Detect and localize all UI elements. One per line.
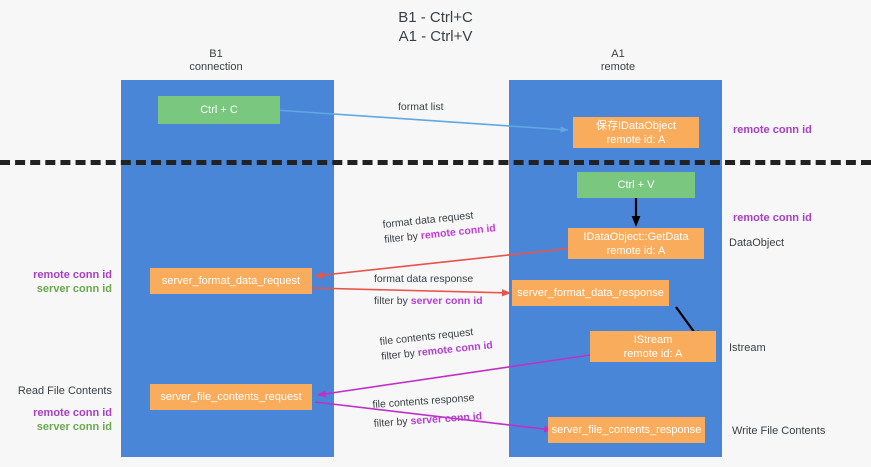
box-server-file-contents-request-label: server_file_contents_request <box>160 391 302 403</box>
box-save-idataobject[interactable]: 保存IDataObject remote id: A <box>573 117 699 148</box>
annotation-read-file-contents: Read File Contents remote conn id server… <box>0 384 112 434</box>
box-idataobject-getdata[interactable]: IDataObject::GetData remote id: A <box>568 228 704 259</box>
box-ctrl-v-label: Ctrl + V <box>617 179 655 191</box>
box-save-idataobject-line2: remote id: A <box>606 133 666 146</box>
column-header-a1-role: remote <box>600 61 636 73</box>
arrow-format-list <box>274 109 569 133</box>
annotation-write-file-contents-text: Write File Contents <box>732 425 826 437</box>
arrow-file-contents-request <box>317 354 591 398</box>
box-server-file-contents-request[interactable]: server_file_contents_request <box>150 384 312 410</box>
edge-label-format-data-response-line2: filter by server conn id <box>374 294 483 309</box>
annotation-left-conn-ids: remote conn id server conn id <box>0 268 112 296</box>
box-server-format-data-response-label: server_format_data_response <box>517 287 664 299</box>
edge-label-format-list: format list <box>398 100 444 115</box>
page-title: B1 - Ctrl+C A1 - Ctrl+V <box>0 8 871 46</box>
annotation-istream: Istream <box>729 341 766 355</box>
filter-key-server-conn-id: server conn id <box>410 410 483 428</box>
annotation-dataobject-text: DataObject <box>729 237 785 249</box>
annotation-remote-conn-id-top-text: remote conn id <box>733 124 812 136</box>
box-server-file-contents-response[interactable]: server_file_contents_response <box>548 417 705 443</box>
phase-divider <box>0 160 871 165</box>
title-line-1: B1 - Ctrl+C <box>398 9 473 26</box>
box-server-file-contents-response-label: server_file_contents_response <box>551 424 702 436</box>
box-server-format-data-request-label: server_format_data_request <box>161 275 301 287</box>
annotation-read-server-conn-id: server conn id <box>36 421 112 433</box>
annotation-remote-conn-id-mid-text: remote conn id <box>733 212 812 224</box>
arrow-format-data-response <box>311 287 511 297</box>
box-save-idataobject-line1: 保存IDataObject <box>595 119 677 132</box>
annotation-read-file-contents-title: Read File Contents <box>17 385 112 397</box>
box-istream-line2: remote id: A <box>623 347 683 360</box>
annotation-left-remote-conn-id: remote conn id <box>33 269 112 281</box>
annotation-remote-conn-id-mid: remote conn id <box>733 211 812 225</box>
annotation-read-remote-conn-id: remote conn id <box>33 407 112 419</box>
filter-prefix: filter by <box>380 347 419 363</box>
box-ctrl-c-label: Ctrl + C <box>200 104 238 116</box>
column-header-b1-role: connection <box>189 61 243 73</box>
arrow-format-data-request <box>314 247 574 279</box>
filter-prefix: filter by <box>383 230 422 246</box>
box-idataobject-getdata-line2: remote id: A <box>606 244 666 257</box>
edge-label-format-list-text: format list <box>398 101 444 113</box>
box-ctrl-c[interactable]: Ctrl + C <box>158 96 280 124</box>
box-istream-line1: IStream <box>633 333 673 346</box>
filter-prefix: filter by <box>374 295 411 307</box>
box-ctrl-v[interactable]: Ctrl + V <box>577 172 695 198</box>
annotation-write-file-contents: Write File Contents <box>732 424 825 438</box>
box-server-format-data-response[interactable]: server_format_data_response <box>512 280 669 306</box>
box-istream[interactable]: IStream remote id: A <box>590 331 716 362</box>
filter-key-server-conn-id: server conn id <box>410 295 483 307</box>
column-header-a1-name: A1 <box>611 48 625 60</box>
arrow-file-contents-response <box>314 401 553 433</box>
column-header-a1: A1 remote <box>548 48 688 74</box>
title-line-2: A1 - Ctrl+V <box>398 28 473 45</box>
annotation-remote-conn-id-top: remote conn id <box>733 123 812 137</box>
box-server-format-data-request[interactable]: server_format_data_request <box>150 268 312 294</box>
column-header-b1: B1 connection <box>146 48 286 74</box>
annotation-istream-text: Istream <box>729 342 766 354</box>
annotation-left-server-conn-id: server conn id <box>36 283 112 295</box>
edge-label-format-data-response-line1: format data response <box>374 273 474 285</box>
annotation-dataobject: DataObject <box>729 236 784 250</box>
column-header-b1-name: B1 <box>209 48 223 60</box>
filter-prefix: filter by <box>373 415 411 430</box>
edge-label-format-data-response: format data response filter by server co… <box>374 272 483 309</box>
box-idataobject-getdata-line1: IDataObject::GetData <box>583 230 689 243</box>
